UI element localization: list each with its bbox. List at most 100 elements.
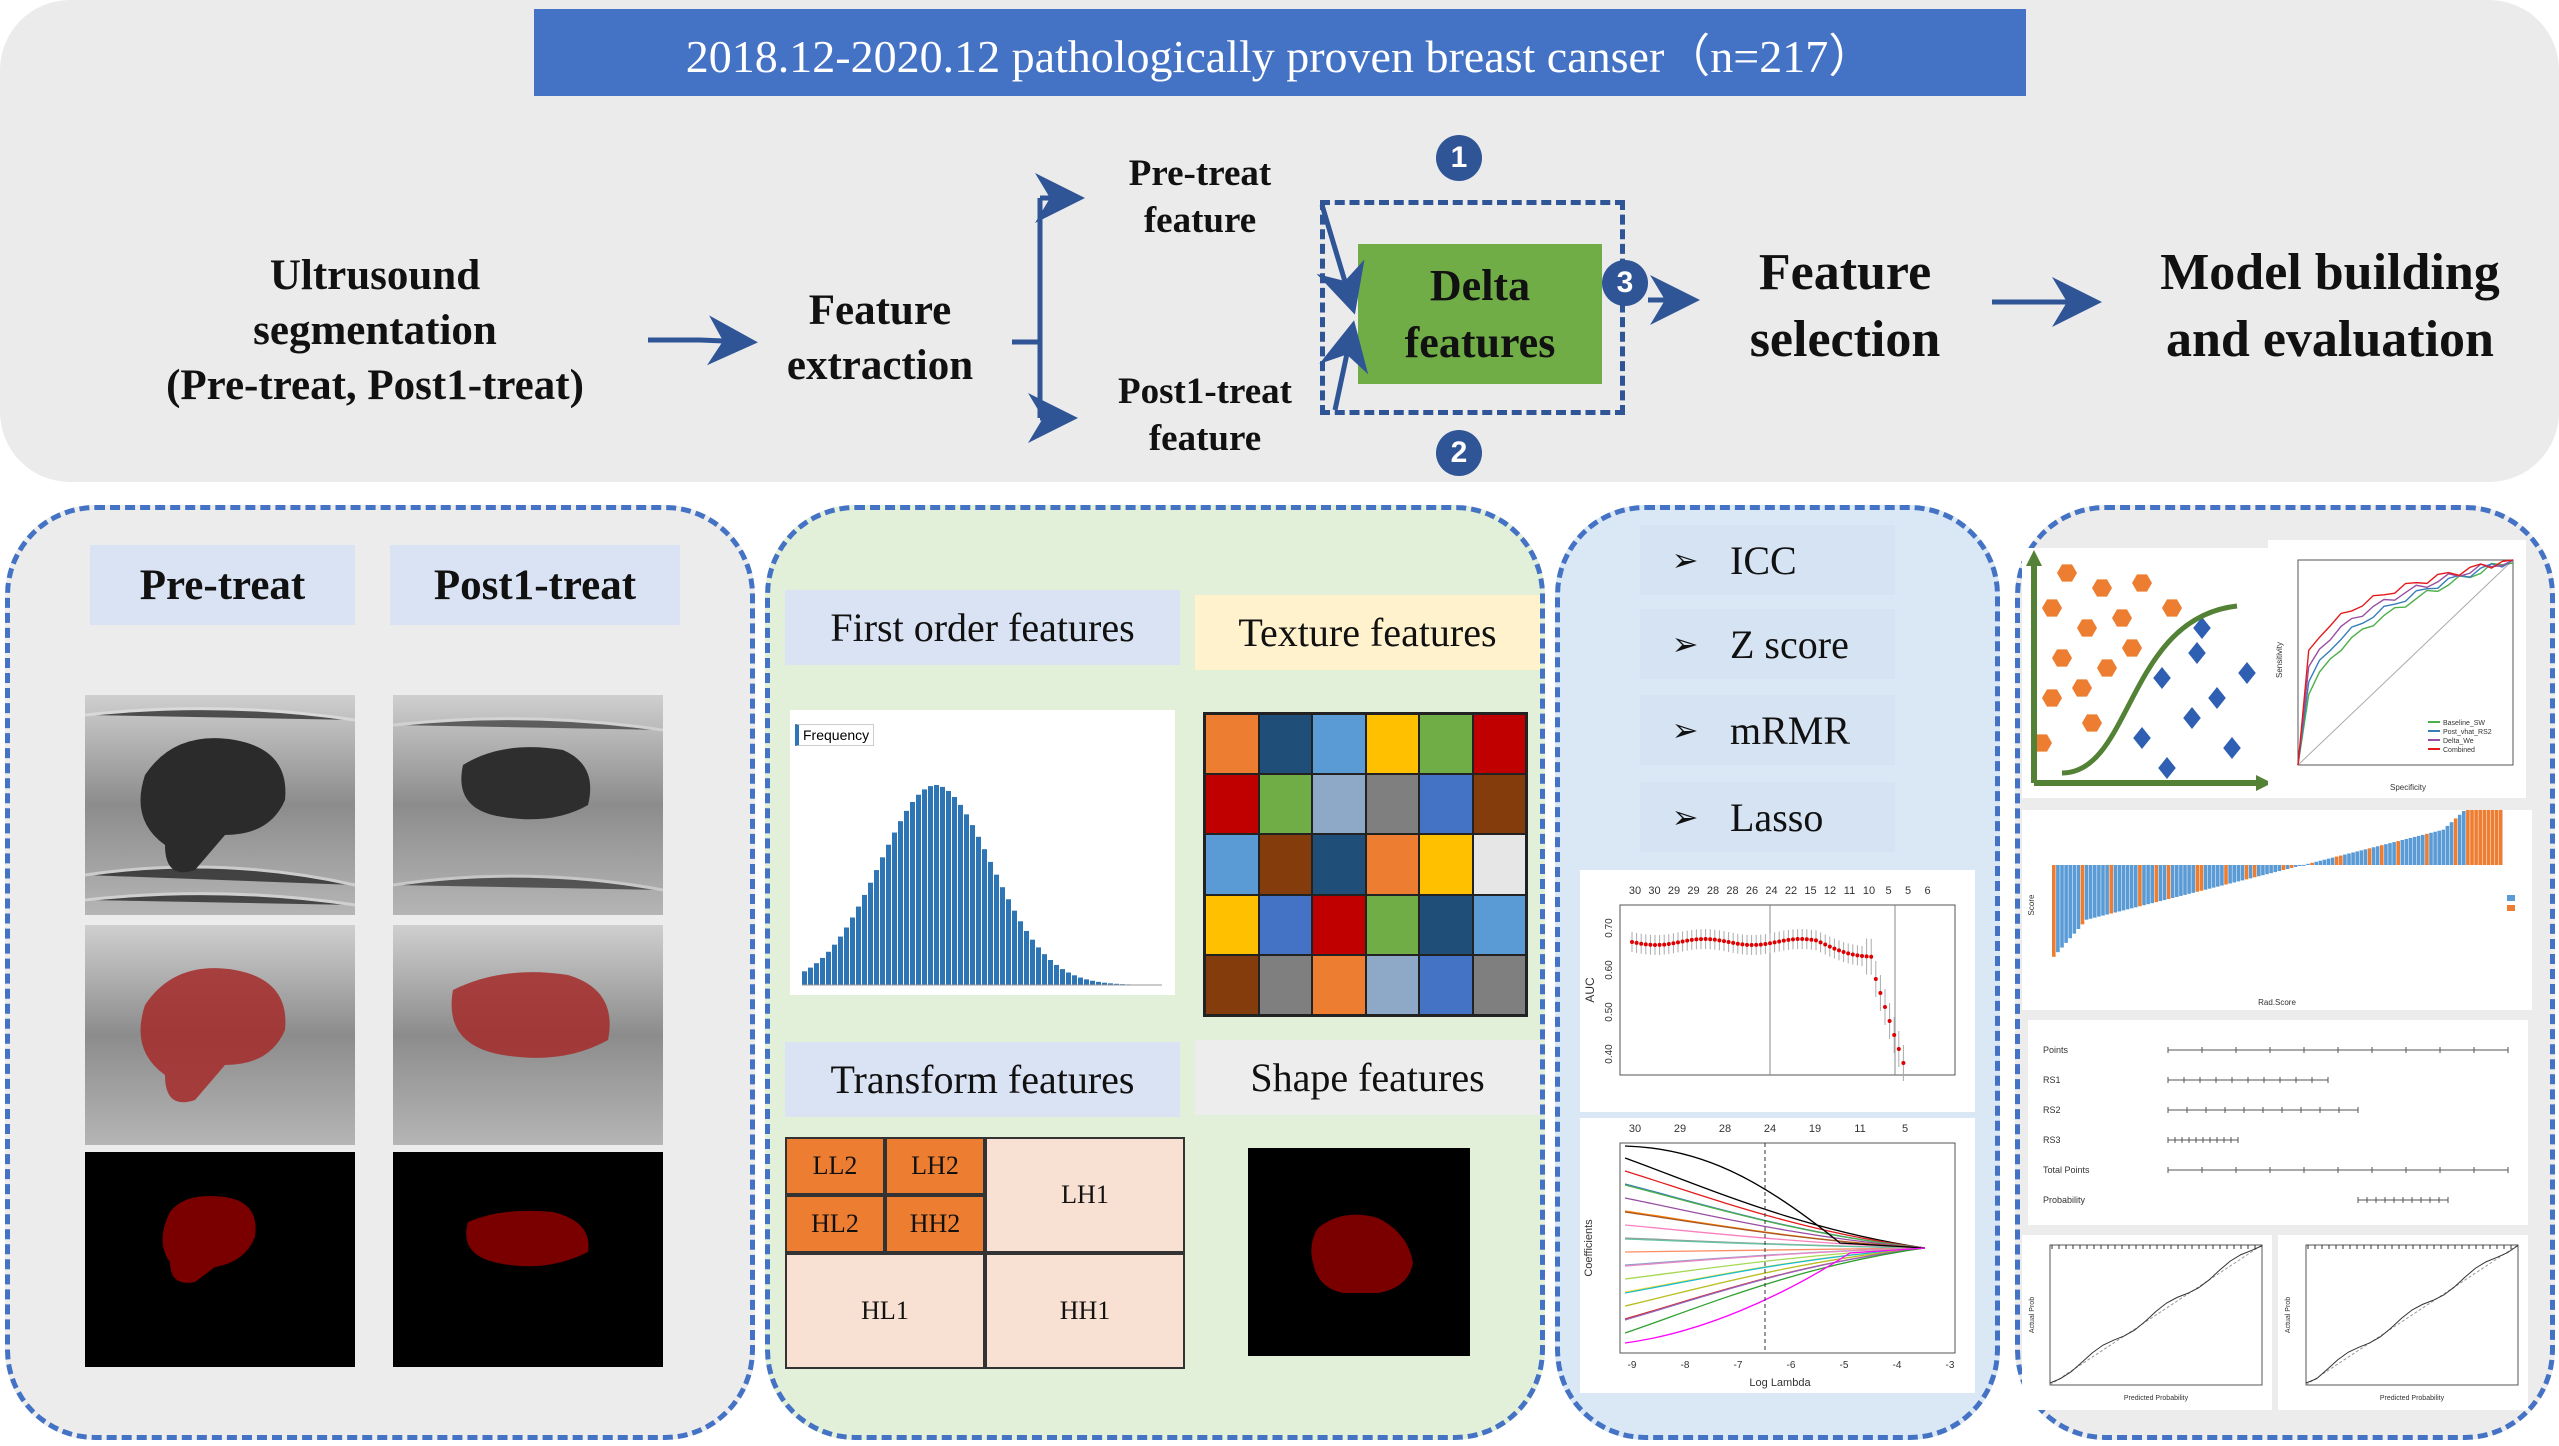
- post-treat-mask: [393, 1152, 663, 1367]
- texture-cell-21: [1365, 894, 1419, 955]
- method-mrmr-label: mRMR: [1730, 707, 1851, 753]
- coef-top-tick: 24: [1764, 1123, 1776, 1135]
- lasso-point: [1786, 937, 1791, 942]
- histogram-bar: [958, 804, 963, 985]
- histogram-bar: [1072, 975, 1077, 985]
- wavelet-hh2: HH2: [885, 1195, 985, 1253]
- histogram-bar: [1018, 921, 1023, 985]
- waterfall-bar: [2105, 865, 2109, 915]
- lasso-point: [1768, 941, 1772, 946]
- waterfall-bar: [2371, 847, 2376, 865]
- post-feature-line1: Post1-treat: [1118, 371, 1292, 412]
- waterfall-bar: [2474, 810, 2478, 865]
- waterfall-bar: [2158, 865, 2163, 902]
- coef-top-tick: 29: [1674, 1123, 1686, 1135]
- class-a-marker: [2052, 649, 2072, 667]
- waterfall-bar: [2240, 865, 2245, 881]
- roc-diagonal: [2297, 559, 2514, 766]
- method-zscore-label: Z score: [1730, 621, 1849, 667]
- lasso-point: [1823, 942, 1828, 947]
- class-a-marker: [2092, 579, 2112, 597]
- calib-x-label: Predicted Probability: [2124, 1395, 2189, 1402]
- texture-cell-22: [1419, 894, 1473, 955]
- waterfall-bar: [2269, 865, 2273, 874]
- extraction-step: Feature extraction: [760, 283, 1000, 393]
- lasso-point: [1837, 948, 1841, 953]
- waterfall-bar: [2441, 829, 2446, 865]
- waterfall-legend-swatch-b: [2507, 905, 2515, 911]
- waterfall-bar: [2347, 853, 2351, 865]
- lasso-point: [1818, 940, 1823, 945]
- nomogram-row-label: RS2: [2043, 1105, 2061, 1115]
- lasso-point: [1671, 941, 1676, 946]
- waterfall-bar: [2306, 863, 2310, 865]
- waterfall-bar: [2334, 856, 2339, 865]
- waterfall-bar: [2228, 865, 2232, 884]
- nomogram-row-label: Probability: [2043, 1195, 2086, 1205]
- lasso-point: [1864, 954, 1869, 959]
- lasso-point: [1772, 940, 1777, 945]
- lasso-point: [1887, 1019, 1892, 1023]
- lasso-point: [1763, 941, 1768, 946]
- lasso-point: [1712, 937, 1717, 942]
- texture-cell-18: [1205, 894, 1259, 955]
- texture-cell-16: [1419, 834, 1473, 895]
- lasso-top-tick: 30: [1648, 885, 1660, 897]
- texture-cell-13: [1258, 834, 1312, 895]
- lasso-point: [1745, 942, 1749, 947]
- transform-features-label: Transform features: [785, 1042, 1180, 1117]
- waterfall-bar: [2248, 865, 2253, 879]
- waterfall-bar: [2252, 865, 2257, 878]
- waterfall-bar: [2203, 865, 2208, 890]
- texture-cell-28: [1419, 954, 1473, 1015]
- waterfall-bar: [2056, 865, 2060, 953]
- segmentation-step: Ultrusound segmentation (Pre-treat, Post…: [120, 248, 630, 413]
- pre-treat-ultrasound-image: [85, 695, 355, 915]
- lasso-point: [1781, 938, 1786, 943]
- waterfall-bar: [2322, 859, 2327, 865]
- texture-cell-5: [1472, 714, 1526, 775]
- histogram-legend: Frequency: [795, 724, 875, 746]
- waterfall-bar: [2486, 810, 2491, 865]
- waterfall-bar: [2093, 865, 2097, 918]
- coef-frame: [1619, 1142, 1956, 1354]
- histogram-bar: [976, 836, 981, 985]
- histogram-bar: [832, 944, 837, 985]
- histogram-bar: [826, 951, 831, 985]
- roc-curve: [2297, 559, 2514, 766]
- waterfall-bar: [2113, 865, 2118, 913]
- coef-top-tick: 11: [1854, 1123, 1865, 1135]
- waterfall-bar: [2404, 838, 2409, 865]
- selection-line2: selection: [1749, 310, 1941, 368]
- coef-path: [1624, 1197, 1926, 1249]
- coef-x-label: Log Lambda: [1749, 1377, 1811, 1389]
- waterfall-bar: [2224, 865, 2228, 885]
- histogram-bar: [982, 849, 987, 985]
- histogram-bar: [838, 936, 843, 985]
- waterfall-legend-swatch-a: [2507, 895, 2515, 901]
- roc-frame: [2297, 559, 2514, 766]
- waterfall-bar: [2138, 865, 2142, 907]
- scatter-x-arrow: [2256, 775, 2272, 791]
- waterfall-bar: [2207, 865, 2212, 889]
- waterfall-bar: [2388, 843, 2392, 865]
- lasso-point: [1754, 942, 1759, 947]
- waterfall-bar: [2072, 865, 2077, 934]
- lasso-top-tick: 22: [1785, 885, 1797, 897]
- coef-top-tick: 28: [1719, 1123, 1731, 1135]
- waterfall-bar: [2101, 865, 2105, 916]
- waterfall-bar: [2097, 865, 2101, 917]
- class-a-marker: [2077, 619, 2097, 637]
- histogram-bar: [844, 927, 849, 985]
- waterfall-bar: [2482, 810, 2487, 865]
- pre-feature-line2: feature: [1143, 200, 1257, 242]
- texture-cell-6: [1205, 774, 1259, 835]
- lasso-y-label: AUC: [1583, 977, 1597, 1003]
- lasso-top-tick: 24: [1765, 885, 1777, 897]
- calib-ideal-line: [2049, 1244, 2263, 1386]
- model-line1: Model building: [2160, 244, 2500, 301]
- texture-cell-23: [1472, 894, 1526, 955]
- waterfall-bar: [2064, 865, 2068, 943]
